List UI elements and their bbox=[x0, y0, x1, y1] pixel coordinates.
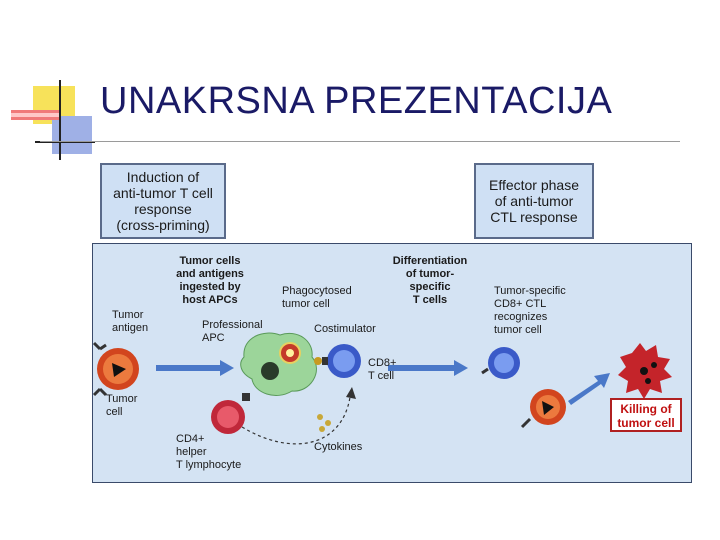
induction-line-1: Induction of bbox=[126, 169, 200, 185]
cd4-helper-label: CD4+ helper T lymphocyte bbox=[176, 433, 241, 472]
tc-line-2: cell bbox=[106, 406, 123, 418]
killing-label-box: Killing of tumor cell bbox=[610, 398, 682, 432]
title-divider bbox=[40, 141, 680, 142]
kill-line-2: tumor cell bbox=[617, 416, 675, 430]
cd8-tcell bbox=[314, 344, 361, 378]
tci-line-3: ingested by bbox=[179, 281, 241, 293]
arrow-right bbox=[568, 373, 610, 405]
figure-panel bbox=[92, 243, 692, 483]
title-decoration bbox=[0, 0, 720, 170]
ctl-recognizes-label: Tumor-specific CD8+ CTL recognizes tumor… bbox=[494, 285, 566, 337]
diff-line-1: Differentiation bbox=[392, 255, 468, 267]
ctl-line-1: Tumor-specific bbox=[494, 285, 566, 297]
effector-line-3: CTL response bbox=[490, 209, 578, 225]
tci-line-1: Tumor cells bbox=[179, 255, 241, 267]
arrow-middle bbox=[388, 360, 468, 376]
cross-presentation-figure: Induction of anti-tumor T cell response … bbox=[92, 157, 700, 485]
phagocytosed-label: Phagocytosed tumor cell bbox=[282, 285, 352, 311]
arrow-cytokine bbox=[241, 396, 351, 445]
cd4-helper-cell bbox=[211, 393, 250, 434]
slide-title: UNAKRSNA PREZENTACIJA bbox=[100, 80, 613, 122]
diff-line-3: specific bbox=[409, 281, 451, 293]
induction-line-2: anti-tumor T cell bbox=[113, 185, 213, 201]
arrow-cytokine-head bbox=[346, 387, 356, 399]
ctl-line-3: recognizes bbox=[494, 311, 548, 323]
diff-line-4: T cells bbox=[412, 294, 448, 306]
cd4-line-1: CD4+ bbox=[176, 433, 205, 445]
induction-line-3: response bbox=[134, 201, 192, 217]
ph-line-1: Phagocytosed bbox=[282, 285, 352, 297]
tumor-antigen-label: Tumor antigen bbox=[112, 309, 148, 335]
tumor-cell-left bbox=[92, 341, 139, 397]
ctl-line-2: CD8+ CTL bbox=[494, 298, 547, 310]
arrow-left bbox=[156, 360, 234, 376]
costimulator-text: Costimulator bbox=[314, 323, 376, 335]
cytokine-dots bbox=[317, 414, 331, 432]
professional-apc-label: Professional APC bbox=[202, 319, 263, 345]
cd8-line-2: T cell bbox=[368, 370, 395, 382]
tci-line-2: and antigens bbox=[176, 268, 244, 280]
effector-line-2: of anti-tumor bbox=[494, 193, 574, 209]
cytokines-label: Cytokines bbox=[314, 441, 362, 454]
diff-line-2: of tumor- bbox=[405, 268, 455, 280]
cytokines-text: Cytokines bbox=[314, 441, 363, 453]
effector-header-box: Effector phase of anti-tumor CTL respons… bbox=[474, 163, 594, 239]
induction-header-box: Induction of anti-tumor T cell response … bbox=[100, 163, 226, 239]
cd8-tcell-label: CD8+ T cell bbox=[368, 357, 396, 383]
ta-line-2: antigen bbox=[112, 322, 149, 334]
cell-illustrations bbox=[92, 332, 672, 445]
cd4-line-2: helper bbox=[176, 446, 207, 458]
tc-line-1: Tumor bbox=[106, 393, 138, 405]
ctl-line-4: tumor cell bbox=[494, 324, 542, 336]
cd4-line-3: T lymphocyte bbox=[176, 459, 242, 471]
decor-red-bar-inner bbox=[11, 113, 61, 117]
decor-horizontal-line bbox=[35, 141, 95, 143]
differentiation-label: Differentiation of tumor- specific T cel… bbox=[382, 255, 478, 307]
apc-cell bbox=[240, 332, 317, 396]
tumor-cell-label: Tumor cell bbox=[106, 393, 137, 419]
killed-tumor-cell bbox=[618, 343, 672, 399]
apc-line-2: APC bbox=[202, 332, 225, 344]
decor-blue-square bbox=[52, 116, 92, 154]
tumor-cells-ingested-label: Tumor cells and antigens ingested by hos… bbox=[164, 255, 256, 307]
cd8-line-1: CD8+ bbox=[368, 357, 397, 369]
effector-line-1: Effector phase bbox=[488, 177, 580, 193]
costimulator-label: Costimulator bbox=[314, 323, 376, 336]
kill-line-1: Killing of bbox=[620, 402, 672, 416]
ta-line-1: Tumor bbox=[112, 309, 144, 321]
flow-arrows bbox=[156, 360, 610, 445]
effector-tumor-cell bbox=[520, 389, 566, 429]
ph-line-2: tumor cell bbox=[282, 298, 330, 310]
induction-line-4: (cross-priming) bbox=[116, 217, 210, 233]
decor-vertical-line bbox=[59, 80, 61, 160]
effector-ctl bbox=[481, 347, 520, 379]
apc-line-1: Professional bbox=[202, 319, 263, 331]
tci-line-4: host APCs bbox=[182, 294, 238, 306]
